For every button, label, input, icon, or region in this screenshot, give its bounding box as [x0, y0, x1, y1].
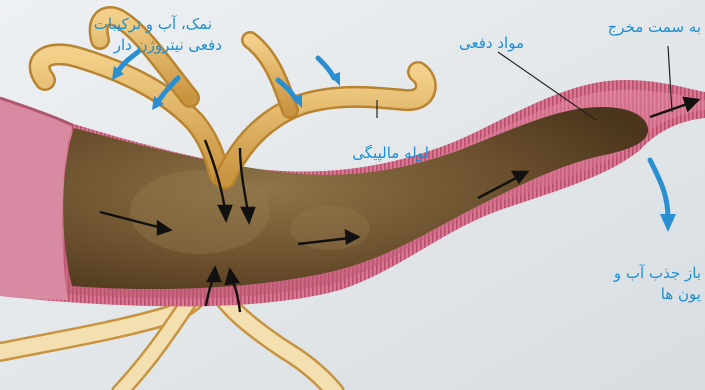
label-reabsorb-line2: یون ها: [661, 285, 701, 304]
gut-cut-end: [0, 98, 72, 300]
label-reabsorb-line1: باز جذب آب و: [614, 264, 701, 283]
label-malpighian: لوله مالپیگی: [352, 144, 429, 163]
label-salts-line2: دفعی نیتروژن دار: [114, 36, 222, 55]
label-salts-line1: نمک، آب و ترکیبات: [94, 15, 212, 34]
label-excreta: مواد دفعی: [459, 34, 524, 53]
label-toward-exit: به سمت مخرج: [608, 18, 701, 37]
